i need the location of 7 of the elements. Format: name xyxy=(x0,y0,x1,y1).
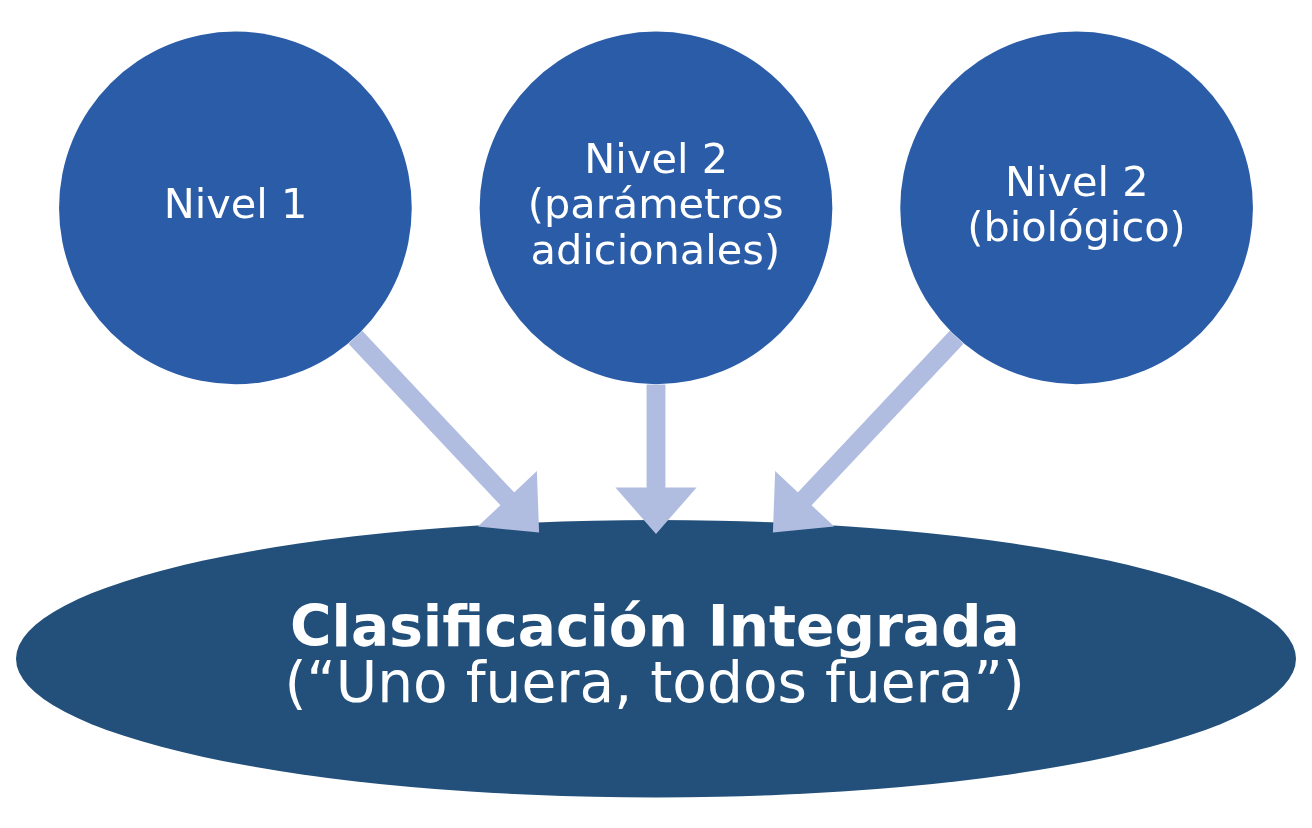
arrow xyxy=(615,384,697,534)
node-circle: Nivel 1 xyxy=(59,31,412,384)
arrow xyxy=(772,330,964,533)
node-ellipse: Clasificación Integrada (“Uno fuera, todos fuera”) xyxy=(16,519,1296,798)
node-circle: Nivel 2 (parámetros adicionales) xyxy=(479,31,833,384)
arrow xyxy=(348,330,540,533)
node-circle: Nivel 2 (biológico) xyxy=(900,31,1253,384)
